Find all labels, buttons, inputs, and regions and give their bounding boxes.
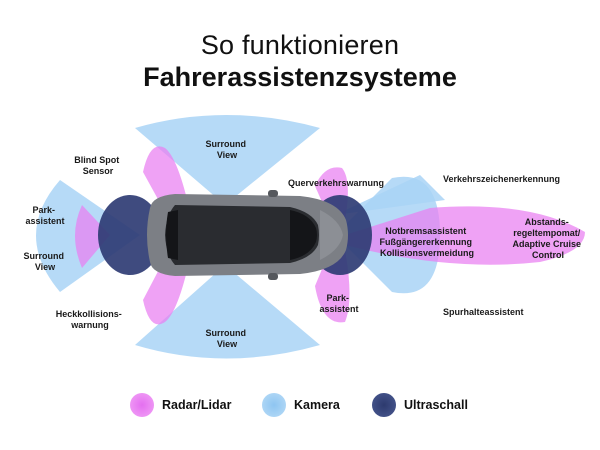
label-surround-view-top-l2: View: [217, 150, 238, 160]
label-surround-view-bottom: Surround View: [205, 328, 248, 349]
legend-label-camera: Kamera: [294, 398, 340, 412]
label-lane-keep: Spurhalteassistent: [443, 307, 524, 317]
label-blind-spot-l1: Blind Spot: [74, 155, 119, 165]
camera-zone-bottom: [135, 265, 320, 359]
label-park-assist-front-l1: Park-: [326, 293, 349, 303]
car-hood: [320, 210, 343, 260]
ultrasonic-zone-rear: [98, 195, 162, 275]
label-cross-traffic: Querverkehrswarnung: [288, 178, 384, 188]
car-roof: [165, 205, 319, 265]
label-surround-view-bottom-l2: View: [217, 339, 238, 349]
legend-swatch-radar: [130, 393, 154, 417]
label-rear-collision-l2: warnung: [70, 320, 109, 330]
label-surround-view-rear-l1: Surround: [23, 251, 64, 261]
radar-zone-rear-left: [75, 205, 110, 268]
label-park-assist-front-l2: assistent: [319, 304, 358, 314]
label-blind-spot: Blind Spot Sensor: [74, 155, 122, 176]
label-sign-recognition-l1: Verkehrszeichenerkennung: [443, 174, 560, 184]
mirror-left: [268, 190, 278, 197]
label-acc-l3: Adaptive Cruise: [512, 239, 581, 249]
label-park-assist-rear-l1: Park-: [32, 205, 55, 215]
label-sign-recognition: Verkehrszeichenerkennung: [443, 174, 560, 184]
camera-zone-front-left: [335, 175, 445, 215]
label-emergency-brake-l1: Notbremsassistent: [385, 226, 466, 236]
label-surround-view-top-l1: Surround: [205, 139, 246, 149]
label-surround-view-rear-l2: View: [35, 262, 56, 272]
label-acc-l4: Control: [532, 250, 564, 260]
label-rear-collision-l1: Heckkollisions-: [56, 309, 122, 319]
legend-label-radar: Radar/Lidar: [162, 398, 232, 412]
label-rear-collision: Heckkollisions- warnung: [56, 309, 125, 330]
label-acc: Abstands- regeltempomat/ Adaptive Cruise…: [512, 217, 583, 260]
camera-zone-top: [135, 115, 320, 205]
label-park-assist-front: Park- assistent: [319, 293, 358, 314]
legend-swatch-ultrasonic: [372, 393, 396, 417]
page-title-line2: Fahrerassistenzsysteme: [143, 62, 457, 92]
legend-label-ultrasonic: Ultraschall: [404, 398, 468, 412]
label-surround-view-rear: Surround View: [23, 251, 66, 272]
radar-zone-front-long: [345, 206, 585, 265]
label-acc-l1: Abstands-: [525, 217, 569, 227]
label-blind-spot-l2: Sensor: [83, 166, 114, 176]
label-emergency-brake-l2: Fußgängererkennung: [379, 237, 472, 247]
label-park-assist-rear: Park- assistent: [25, 205, 64, 226]
legend-item-radar: Radar/Lidar: [130, 392, 231, 418]
legend-swatch-camera: [262, 393, 286, 417]
car-top-view: [147, 190, 348, 280]
mirror-right: [268, 273, 278, 280]
label-emergency-brake: Notbremsassistent Fußgängererkennung Kol…: [379, 226, 474, 258]
label-surround-view-bottom-l1: Surround: [205, 328, 246, 338]
legend-item-camera: Kamera: [262, 392, 340, 418]
label-emergency-brake-l3: Kollisionsvermeidung: [380, 248, 474, 258]
label-park-assist-rear-l2: assistent: [25, 216, 64, 226]
label-acc-l2: regeltempomat/: [513, 228, 581, 238]
page-title-line1: So funktionieren: [200, 30, 400, 60]
car-windshield: [290, 210, 317, 260]
label-lane-keep-l1: Spurhalteassistent: [443, 307, 524, 317]
label-cross-traffic-l1: Querverkehrswarnung: [288, 178, 384, 188]
legend-item-ultrasonic: Ultraschall: [372, 392, 468, 418]
label-surround-view-top: Surround View: [205, 139, 248, 160]
car-rear-window: [166, 210, 178, 260]
